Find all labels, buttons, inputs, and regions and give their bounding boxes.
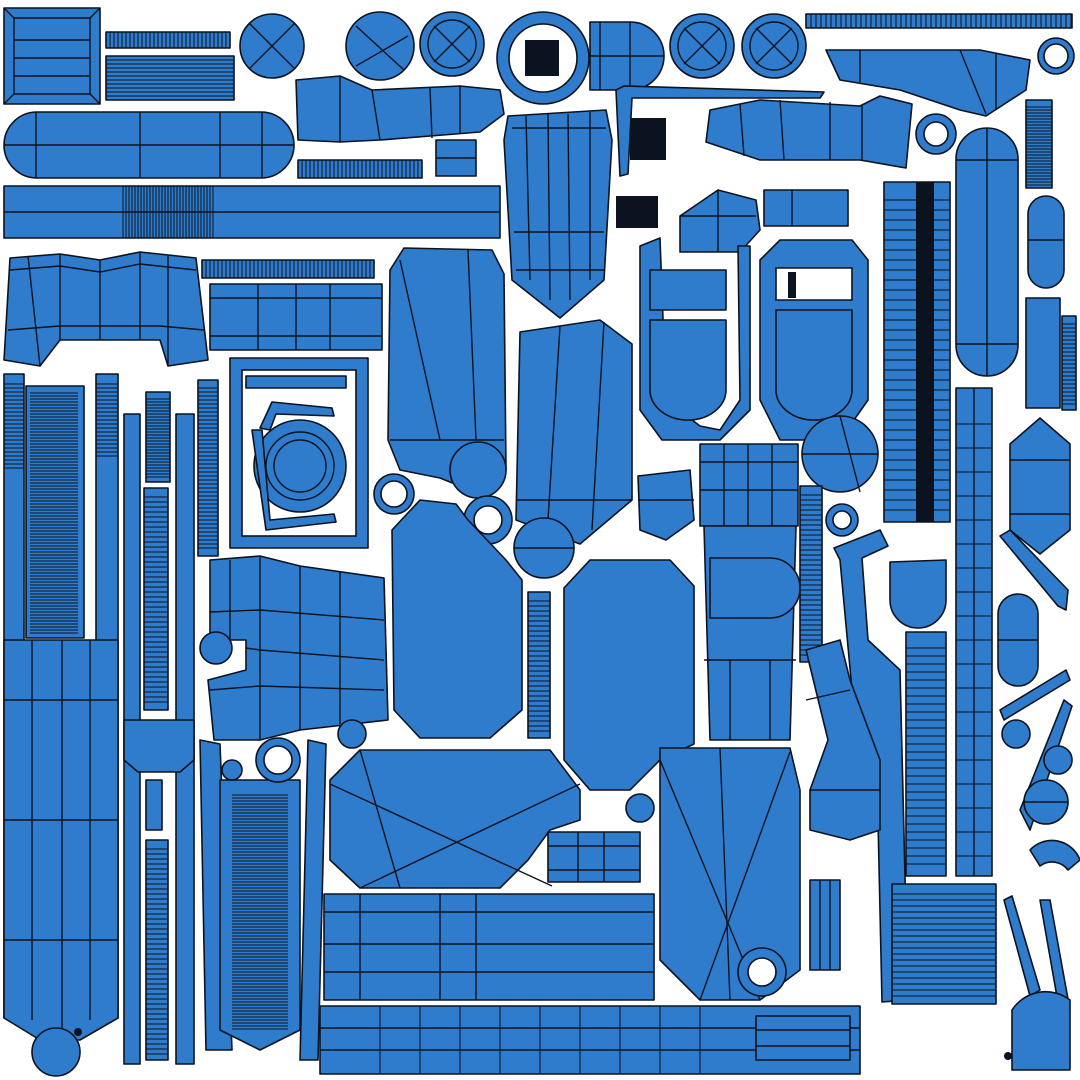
island-group-top-left — [3, 7, 1073, 239]
uv-seam-hatching — [109, 32, 227, 48]
uv-island-bevel-box — [3, 7, 101, 105]
uv-island-shield — [889, 559, 947, 629]
uv-island-strip — [105, 55, 235, 101]
uv-island-spool — [809, 879, 841, 971]
uv-island-arm — [825, 49, 1031, 117]
uv-island-column — [299, 739, 327, 1061]
uv-seam-hatching — [96, 383, 118, 457]
uv-island-strip — [999, 529, 1069, 611]
uv-seam-hatching — [379, 1006, 701, 1074]
uv-island-disc — [31, 1027, 81, 1077]
uv-seam-hatching — [810, 14, 1072, 28]
uv-island-column — [143, 487, 169, 711]
uv-island-strip — [105, 31, 231, 49]
uv-seam-hatching — [30, 392, 78, 634]
uv-seam-hatching — [1062, 323, 1076, 405]
island-group-left — [3, 251, 219, 1077]
uv-island-arm — [705, 95, 913, 169]
uv-seam-hatching — [106, 59, 234, 97]
uv-seam-hatching — [906, 647, 946, 865]
island-group-center — [319, 109, 861, 1075]
uv-seam-hatching — [956, 423, 992, 857]
uv-seam-hatching — [301, 160, 419, 178]
uv-seam-hatching — [528, 600, 550, 732]
uv-island-gear — [253, 419, 347, 513]
uv-seam-hatching — [205, 260, 371, 278]
uv-seam-hatching — [892, 893, 996, 997]
uv-seam-hatching — [146, 398, 170, 478]
uv-island-spool — [755, 1015, 851, 1061]
island-group-center-left — [199, 259, 415, 1061]
island-group-right — [805, 99, 1080, 1071]
uv-seam-hatching — [144, 496, 168, 703]
uv-seam-hatching — [122, 186, 214, 238]
uv-island-block — [547, 831, 641, 883]
uv-island-block — [763, 189, 849, 227]
uv-island-strip — [251, 429, 337, 531]
uv-island-disc — [199, 631, 233, 665]
uv-island-column — [799, 485, 823, 663]
uv-island-strip — [245, 375, 347, 389]
uv-island-grid — [891, 883, 997, 1005]
uv-island-strip — [1003, 895, 1041, 997]
uv-island-arc — [1011, 990, 1071, 1071]
uv-seam-hatching — [4, 383, 24, 469]
island-group-center-right — [615, 37, 1075, 1061]
uv-island-strip — [615, 85, 825, 177]
uv-island-column — [905, 631, 947, 877]
uv-island-block — [145, 779, 163, 831]
uv-island-disc — [1001, 719, 1031, 749]
uv-seam-hatching — [198, 387, 218, 549]
uv-island-arc — [1029, 839, 1080, 871]
uv-island-gem — [1009, 417, 1071, 555]
uv-seam-hatching — [146, 848, 168, 1055]
uv-island-column — [145, 391, 171, 483]
uv-seam-hatching — [1026, 106, 1052, 186]
uv-island-disc — [449, 441, 507, 499]
uv-island-disc — [337, 719, 367, 749]
uv-island-body-panel — [503, 109, 613, 319]
uv-island-plate — [329, 749, 581, 889]
uv-island-strip — [999, 669, 1071, 721]
uv-island-disc — [221, 759, 243, 781]
uv-island-column-inner — [25, 385, 85, 639]
uv-island-column — [1025, 297, 1061, 409]
uv-island-strip — [259, 401, 335, 431]
uv-island-panel — [323, 893, 655, 1001]
uv-island-strip — [201, 259, 375, 279]
uv-island-block — [123, 719, 195, 773]
uv-island-column — [145, 839, 169, 1061]
uv-island-shield — [775, 309, 853, 421]
uv-island-shield — [709, 557, 801, 619]
uv-island-shield — [649, 319, 727, 421]
uv-island-octagon — [391, 499, 523, 739]
uv-island-shield — [637, 469, 695, 541]
uv-island-body-panel — [515, 319, 633, 545]
uv-island-block — [699, 443, 799, 527]
uv-island-armor — [3, 251, 209, 367]
uv-island-disc — [1043, 745, 1073, 775]
uv-island-block — [649, 269, 727, 311]
uv-island-strip — [297, 159, 423, 179]
uv-seam-hatching — [232, 794, 288, 1030]
uv-island-arm — [295, 75, 505, 143]
uv-island-capsule — [1027, 195, 1065, 289]
uv-island-disc — [625, 793, 655, 823]
uv-seam-hatching — [800, 494, 822, 656]
